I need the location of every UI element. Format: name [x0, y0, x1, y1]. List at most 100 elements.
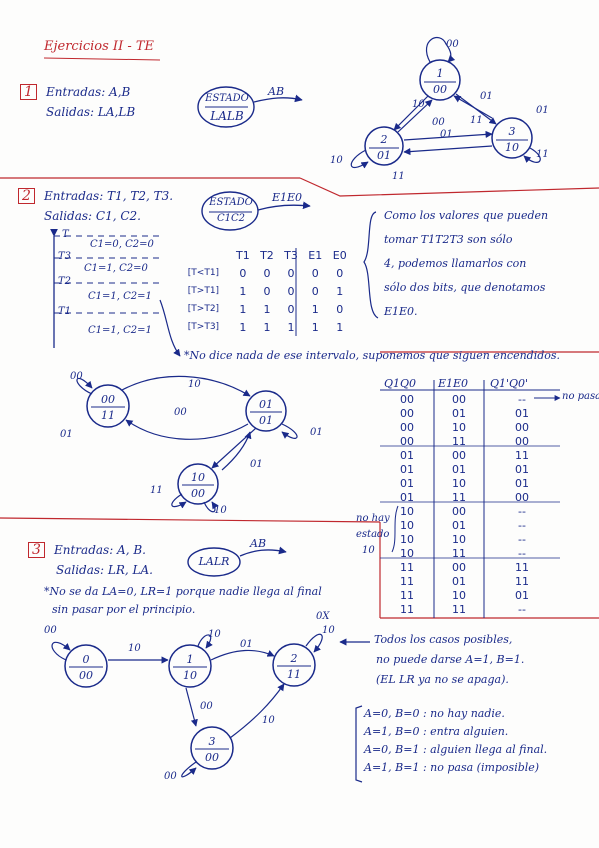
table-cell: 00	[452, 560, 466, 574]
table-cell: 0	[287, 266, 295, 280]
ex1-legend-arrow	[253, 94, 303, 103]
ex3-outputs: Salidas: LR, LA.	[56, 563, 153, 577]
ex3-inputs: Entradas: A, B.	[54, 543, 146, 557]
ex1-inputs: Entradas: A,B	[46, 85, 131, 99]
table-cell: 00	[400, 434, 414, 448]
ex3-cases-note-line: no puede darse A=1, B=1.	[376, 653, 525, 666]
ex3-loop-1	[197, 634, 213, 649]
ex2-edge-label: 00	[174, 407, 187, 418]
ex1-edge-3-2	[403, 145, 493, 156]
ex2-legend-top: ESTADO	[209, 197, 253, 208]
ex3-node-2-top: 2	[290, 652, 298, 665]
table-cell: 10	[452, 476, 466, 490]
ex1-edge-label: 10	[330, 155, 343, 166]
table-cell: 11	[452, 490, 466, 504]
ex1-edge-label: 01	[536, 105, 549, 116]
table-cell: 0	[311, 284, 319, 298]
table-cell: 0	[336, 302, 344, 316]
ex3-edge-label: 10	[128, 643, 141, 654]
timeline-interval-4: C1=1, C2=1	[88, 325, 152, 336]
ex3-cases-bracket	[355, 705, 363, 783]
ex1-edge-3-1	[453, 95, 493, 119]
table-row: [T>T1] 1 0 0 0 1	[176, 282, 352, 300]
table-cell: 1	[336, 320, 344, 334]
ex2-node-10-bottom: 00	[191, 487, 205, 500]
ex3-note-line: *No se da LA=0, LR=1 porque nadie llega …	[44, 585, 322, 598]
ex3-node-0-bottom: 00	[79, 669, 93, 682]
ex3-cases-note-line: Todos los casos posibles,	[374, 633, 513, 646]
ex1-edge-label: 11	[470, 115, 483, 126]
ex1-node-3-top: 3	[508, 125, 516, 138]
table-cell: 01	[400, 476, 414, 490]
table-cell: 00	[452, 392, 466, 406]
t2-side-label: estado	[356, 529, 390, 540]
ex3-edge-1-2	[210, 649, 275, 661]
table-cell: 00	[400, 420, 414, 434]
ex1-state-graph	[350, 36, 541, 169]
table-row: [T>T2] 1 1 0 1 0	[176, 300, 352, 318]
ex2-node-00-top: 00	[101, 393, 115, 406]
table-cell: 00	[400, 406, 414, 420]
ex2-node-10-top: 10	[191, 471, 205, 484]
timeline-note-arrow	[159, 299, 181, 357]
ex3-node-2	[272, 643, 316, 687]
table-cell: 10	[452, 420, 466, 434]
t2-header-e: E1E0	[438, 377, 469, 390]
timeline-interval-1: C1=0, C2=0	[90, 239, 154, 250]
table-cell: 0	[239, 266, 247, 280]
ex2-edge-label: 01	[250, 459, 263, 470]
ex1-legend-top: ESTADO	[205, 93, 249, 104]
ex2-edge-10-01	[221, 431, 252, 471]
table-cell: 1	[239, 320, 247, 334]
table-cell: 10	[452, 532, 466, 546]
ex3-case-line: A=1, B=1 : no pasa (imposible)	[364, 761, 540, 774]
ex1-legend-bottom: LALB	[210, 109, 244, 123]
table-cell: 11	[515, 448, 529, 462]
table-cell: 00	[452, 448, 466, 462]
ex2-node-01-top: 01	[259, 398, 273, 411]
ex2-legend-oval	[201, 191, 259, 231]
table-cell: 11	[400, 602, 414, 616]
ex3-case-line: A=0, B=0 : no hay nadie.	[364, 707, 505, 720]
ex2-edge-label: 10	[188, 379, 201, 390]
ex2-loop-00	[76, 377, 93, 395]
table-cell: 10	[400, 518, 414, 532]
table-cell: 1	[239, 302, 247, 316]
ex3-legend-oval	[187, 547, 241, 577]
ex2-footnote: *No dice nada de ese intervalo, suponemo…	[184, 349, 561, 362]
ex3-node-3-bottom: 00	[205, 751, 219, 764]
ex2-loop-10b	[203, 501, 219, 513]
ex1-legend-oval	[197, 86, 255, 128]
ex2-edge-label: 10	[214, 505, 227, 516]
ex2-state-graph	[76, 375, 298, 513]
timeline-interval-2: C1=1, C2=0	[84, 263, 148, 274]
ex2-legend-arrow	[257, 201, 311, 211]
table-cell: 00	[400, 392, 414, 406]
ex2-number: 2	[18, 188, 35, 204]
ex2-node-01	[245, 390, 287, 432]
table-cell: 11	[515, 560, 529, 574]
timeline-tick-t: T	[62, 229, 69, 240]
separator-1b	[299, 177, 599, 197]
ex3-case-line: A=1, B=0 : entra alguien.	[364, 725, 509, 738]
table-cell: 01	[452, 406, 466, 420]
table-cell: 0	[263, 266, 271, 280]
ex2-edge-label: 00	[70, 371, 83, 382]
table-cell: 00	[515, 434, 529, 448]
ex1-edge-label: 11	[536, 149, 549, 160]
table-cell: 1	[311, 320, 319, 334]
ex3-loop-3	[181, 761, 197, 778]
table-cell: 11	[400, 560, 414, 574]
ex3-number: 3	[28, 542, 45, 558]
ex2-node-00	[86, 384, 130, 428]
ex3-edge-label: 00	[44, 625, 57, 636]
